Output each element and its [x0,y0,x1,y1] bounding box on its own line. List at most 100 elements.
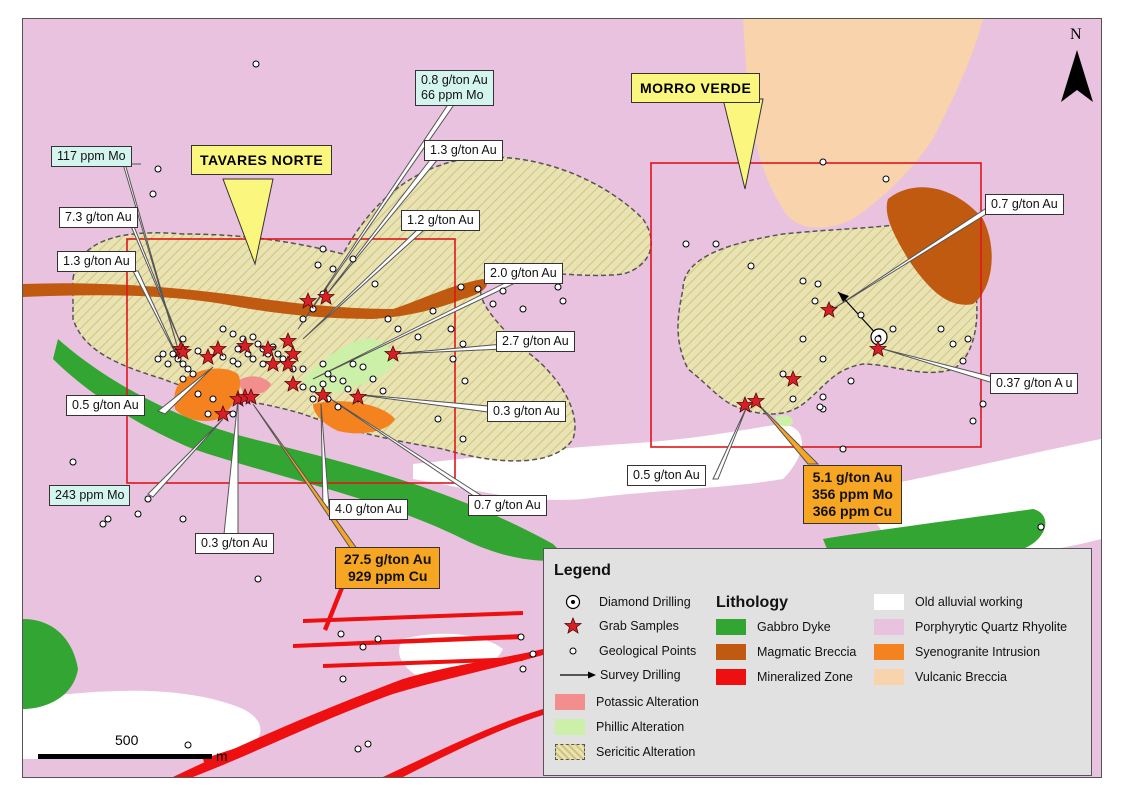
legend-title: Legend [554,562,611,579]
legend-item-syenogranite: Syenogranite Intrusion [874,643,1040,661]
geological-point [394,325,402,333]
geological-point [979,400,987,408]
geological-point [747,262,755,270]
grab-sample-star [383,344,403,362]
grab-sample-star [819,300,839,318]
grab-sample-star [283,344,303,362]
gabbro-dyke-west [53,339,568,561]
grab-sample-star [313,385,333,403]
alluvial-area-3 [23,690,261,759]
sample-label: 117 ppm Mo [51,146,132,167]
geological-point [219,325,227,333]
legend-item-rhyolite: Porphyrytic Quartz Rhyolite [874,618,1067,636]
geological-point [309,395,317,403]
grab-sample-star [348,387,368,405]
geological-point [329,375,337,383]
geological-point [969,417,977,425]
geological-point [319,245,327,253]
geological-point [379,387,387,395]
map-canvas [23,19,1101,777]
geological-point [254,340,262,348]
legend-item-gabbro: Gabbro Dyke [716,618,831,636]
geological-point [519,305,527,313]
geological-point [99,520,107,528]
geological-point [789,395,797,403]
geological-point [104,515,112,523]
scale-unit: m [216,748,228,764]
geological-point [159,350,167,358]
grab-sample-star [746,391,766,409]
legend: Legend Lithology Diamond Drilling Grab S… [543,548,1092,776]
geological-point [179,515,187,523]
geological-point [819,393,827,401]
geological-point [857,311,865,319]
geological-point [344,385,352,393]
sample-label: 1.3 g/ton Au [57,251,136,272]
grab-sample-star [173,342,193,360]
geological-point [134,510,142,518]
grab-sample-star [316,287,336,305]
geological-point [319,360,327,368]
scale-bar: 500 m [38,730,258,770]
geological-point [299,365,307,373]
geological-point [964,335,972,343]
grab-sample-star [735,395,755,413]
geological-point [309,305,317,313]
geological-point [259,360,267,368]
grab-sample-star [208,339,228,357]
geological-point [459,435,467,443]
geological-point [682,240,690,248]
geological-point [179,335,187,343]
geological-point [359,643,367,651]
sample-label: 4.0 g/ton Au [329,499,408,520]
geological-point [229,410,237,418]
geological-point [559,297,567,305]
geological-point [194,347,202,355]
grab-sample-star [278,354,298,372]
geological-point [461,377,469,385]
geological-point [814,280,822,288]
star-icon [558,617,588,634]
geological-point [937,325,945,333]
gabbro-dyke-south [23,619,78,709]
magmatic-breccia-east [886,187,992,305]
north-arrow-icon [1061,50,1093,102]
geological-point [144,495,152,503]
geological-point [349,360,357,368]
geological-point [949,340,957,348]
leader-lines [88,96,994,568]
geological-point [434,415,442,423]
geological-point [229,357,237,365]
sample-label: 0.5 g/ton Au [627,465,706,486]
geological-point [882,175,890,183]
lithology-title: Lithology [716,594,788,611]
geological-point [252,60,260,68]
geological-point [179,375,187,383]
geological-point [839,445,847,453]
geological-point [1037,523,1045,531]
geological-point [179,360,187,368]
scale-bar-line [38,754,212,759]
sample-label: 243 ppm Mo [49,485,131,506]
geological-point [299,315,307,323]
geological-point [324,370,332,378]
geological-point [457,283,465,291]
geological-point [219,353,227,361]
syenogranite-intrusion-center [313,401,395,434]
geological-point [819,158,827,166]
target-box-morro-verde [650,162,982,448]
legend-item-alluvial: Old alluvial working [874,593,1023,611]
geological-point [449,355,457,363]
geological-point [489,300,497,308]
geological-point [959,357,967,365]
grab-sample-star [298,291,318,309]
sericitic-zone-east [677,222,978,415]
sample-label: 0.3 g/ton Au [487,401,566,422]
sample-label: 1.3 g/ton Au [424,140,503,161]
mineralized-veins [173,579,543,777]
geological-point [154,355,162,363]
sample-label: 0.7 g/ton Au [985,194,1064,215]
geological-point [299,383,307,391]
geological-point [204,410,212,418]
potassic-zone [238,376,271,395]
